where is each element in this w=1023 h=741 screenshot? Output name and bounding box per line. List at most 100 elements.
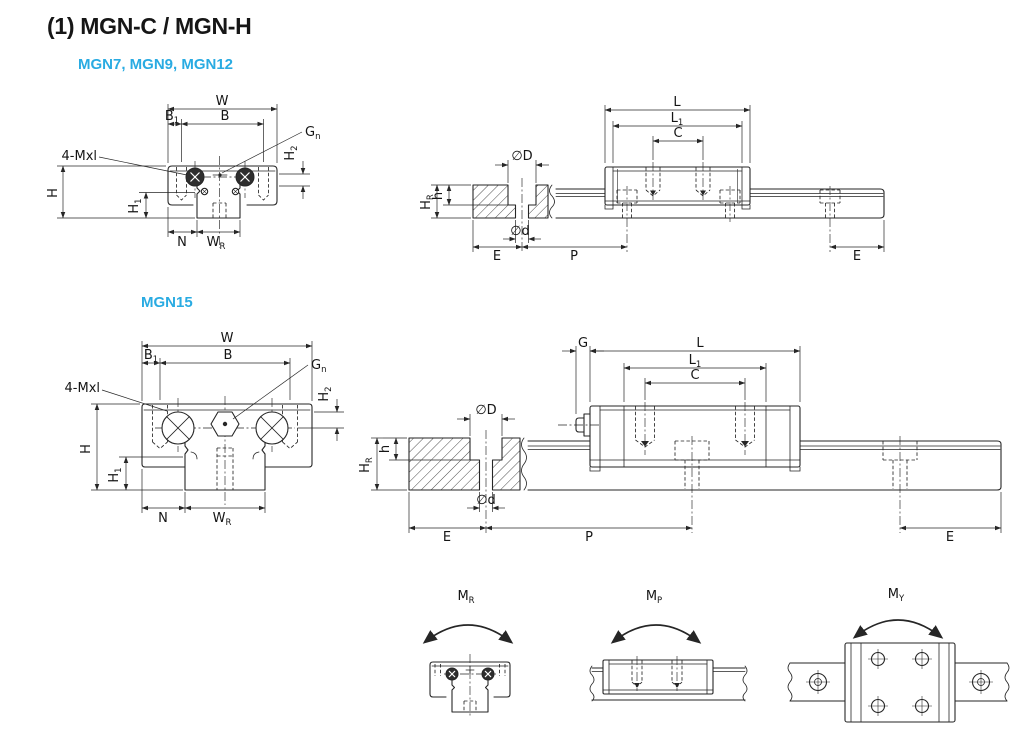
rail xyxy=(527,440,1002,491)
ball-left xyxy=(161,411,195,445)
label-h: H xyxy=(46,188,61,198)
rail-hole xyxy=(719,186,741,222)
dim-H: H xyxy=(79,403,183,491)
section2-side-view: G L L1 C xyxy=(358,336,1002,545)
label-l: L xyxy=(696,336,704,351)
label-b1: B1 xyxy=(144,348,158,365)
label-my: MY xyxy=(888,587,905,604)
moment-arrow xyxy=(422,624,514,644)
label-diaD: ∅D xyxy=(475,403,496,418)
label-hr: HR xyxy=(419,194,436,210)
rail-cross-section xyxy=(472,178,555,252)
rail-hole xyxy=(674,436,710,533)
label-h: H xyxy=(79,444,94,454)
moment-arrow xyxy=(852,619,944,639)
label-n: N xyxy=(158,511,168,526)
dim-diaD: ∅D xyxy=(457,403,515,436)
label-mr: MR xyxy=(457,589,474,606)
page-title: (1) MGN-C / MGN-H xyxy=(47,13,252,39)
dim-H: H xyxy=(46,165,195,219)
section1-subtitle: MGN7, MGN9, MGN12 xyxy=(78,56,234,73)
moment-arrow xyxy=(610,624,702,644)
label-diad: ∅d xyxy=(476,493,496,508)
rail xyxy=(555,188,885,219)
block-screw-hole xyxy=(645,162,661,200)
label-p: P xyxy=(570,249,578,264)
dim-H2: H2 xyxy=(279,145,310,199)
retainer-left xyxy=(200,187,209,196)
section1-front-view: Gn 4-Mxl W B B1 xyxy=(46,94,320,252)
leader-mounting-screws: 4-Mxl xyxy=(65,381,168,412)
label-e-left: E xyxy=(443,530,451,545)
dim-E-P: E P E xyxy=(408,492,1002,545)
mini-top-view xyxy=(787,642,1010,723)
label-g: G xyxy=(578,336,588,351)
dim-L1: L1 xyxy=(612,111,743,163)
block-screw-hole xyxy=(695,162,711,200)
dim-diad: ∅d xyxy=(467,492,505,512)
label-l: L xyxy=(673,95,681,110)
mini-side-view xyxy=(589,656,748,702)
block-screw-hole xyxy=(635,402,655,455)
grease-nipple xyxy=(558,413,600,437)
label-w: W xyxy=(216,94,229,109)
label-gn: Gn xyxy=(311,358,326,375)
dim-diaD: ∅D xyxy=(495,149,549,183)
label-w: W xyxy=(221,331,234,346)
label-wr: WR xyxy=(207,235,226,252)
dim-B1: B1 xyxy=(165,109,182,127)
dim-HR: HR xyxy=(358,437,407,491)
leader-grease-nipple: Gn xyxy=(221,125,320,174)
label-c: C xyxy=(690,368,699,383)
rail-hole xyxy=(616,186,638,252)
dim-C: C xyxy=(644,368,746,400)
mini-front-view xyxy=(429,654,511,717)
grease-port-point xyxy=(212,173,228,177)
label-b: B xyxy=(221,109,230,124)
dim-H2: H2 xyxy=(298,386,344,441)
carriage-block xyxy=(589,405,801,472)
rail-hole xyxy=(819,186,841,252)
retainer-right xyxy=(231,187,240,196)
ball-left xyxy=(185,167,205,187)
carriage-block xyxy=(604,166,751,210)
dim-C: C xyxy=(652,126,704,160)
label-gn: Gn xyxy=(305,125,320,142)
label-wr: WR xyxy=(213,511,232,528)
block-screw-hole xyxy=(735,402,755,455)
rail xyxy=(196,181,241,219)
label-h1: H1 xyxy=(127,198,144,213)
rail xyxy=(184,429,266,491)
dim-h: h xyxy=(378,437,470,461)
section2-subtitle: MGN15 xyxy=(141,294,193,311)
moment-MY: MY xyxy=(787,587,1010,723)
dim-diad: ∅d xyxy=(503,220,541,243)
label-n: N xyxy=(177,235,187,250)
dim-H1: H1 xyxy=(127,192,195,219)
label-l1: L1 xyxy=(671,111,684,128)
dim-W: W xyxy=(167,94,278,163)
label-e-left: E xyxy=(493,249,501,264)
label-screws: 4-Mxl xyxy=(65,381,100,396)
label-b1: B1 xyxy=(165,109,179,126)
carriage-block xyxy=(167,165,278,206)
ball-right xyxy=(255,411,289,445)
label-c: C xyxy=(673,126,682,141)
dim-L: L xyxy=(589,336,801,402)
moment-MP: MP xyxy=(589,589,748,702)
rail-hole xyxy=(882,436,918,533)
dim-L1: L1 xyxy=(623,353,767,402)
dim-B1: B1 xyxy=(141,348,161,366)
dim-N-WR: N WR xyxy=(141,469,266,528)
section1-side-view: L L1 C ∅D xyxy=(419,95,885,264)
label-screws: 4-Mxl xyxy=(62,149,97,164)
label-mp: MP xyxy=(646,589,662,606)
label-h-small: h xyxy=(378,445,393,453)
grease-fitting-hex xyxy=(210,411,240,437)
ball-right xyxy=(235,167,255,187)
label-p: P xyxy=(585,530,593,545)
label-e-right: E xyxy=(946,530,954,545)
dim-L: L xyxy=(604,95,751,163)
